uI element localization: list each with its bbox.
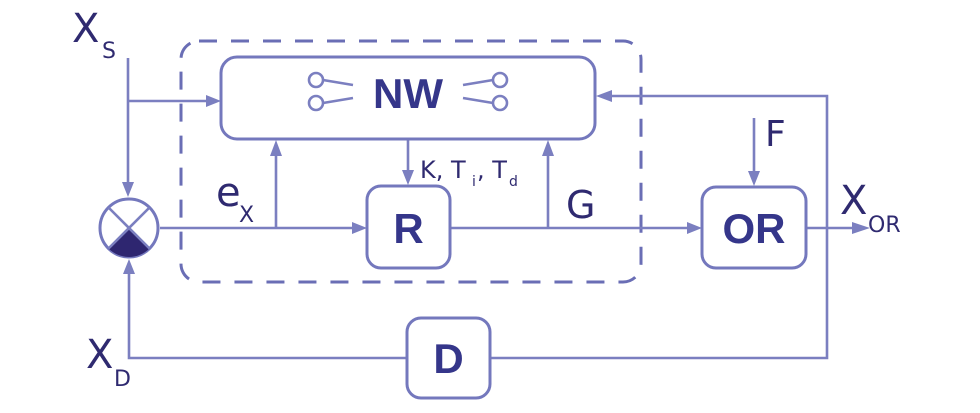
output-to-nw-line <box>612 94 829 228</box>
xor-arrowhead <box>852 222 870 234</box>
g-to-nw-arrowhead <box>542 140 554 156</box>
nw-block[interactable]: NW <box>219 55 597 141</box>
svg-text:X: X <box>72 6 99 52</box>
r-label: R <box>393 205 423 252</box>
g-label: G <box>566 183 595 227</box>
svg-text:i: i <box>472 174 476 190</box>
feedback-arrowhead <box>123 259 135 274</box>
ex-arrowhead <box>352 222 367 234</box>
params-arrowhead <box>402 170 414 185</box>
xs-label: X S <box>72 6 116 64</box>
r-block[interactable]: R <box>365 184 452 270</box>
controller-boundary <box>179 39 643 284</box>
svg-text:D: D <box>114 367 131 392</box>
nw-label: NW <box>373 70 443 117</box>
params-label: K, T i , T d <box>420 156 518 190</box>
or-block[interactable]: OR <box>700 185 808 270</box>
svg-text:K, T: K, T <box>420 156 466 184</box>
junction-filled-sector <box>108 228 150 257</box>
g-arrowhead <box>687 222 702 234</box>
network-nodes-icon-left <box>307 71 354 112</box>
summing-junction[interactable] <box>98 197 160 259</box>
svg-text:d: d <box>509 174 518 190</box>
d-block[interactable]: D <box>405 316 492 400</box>
feedback-line <box>127 228 829 360</box>
output-to-nw-arrowhead <box>596 90 612 102</box>
xd-label: X D <box>86 332 131 392</box>
svg-text:X: X <box>840 178 867 224</box>
f-label: F <box>765 114 786 155</box>
svg-text:e: e <box>216 170 241 216</box>
xs-arrowhead <box>122 182 134 197</box>
svg-text:X: X <box>86 332 113 378</box>
network-nodes-icon-right <box>462 71 509 112</box>
d-label: D <box>433 335 463 382</box>
svg-text:S: S <box>102 39 116 64</box>
or-label: OR <box>723 205 786 252</box>
f-arrowhead <box>748 171 760 186</box>
ex-to-nw-arrowhead <box>270 140 282 156</box>
svg-text:X: X <box>239 203 254 228</box>
svg-text:OR: OR <box>868 213 901 238</box>
svg-text:F: F <box>765 114 786 155</box>
xor-label: X OR <box>840 178 901 238</box>
ex-label: e X <box>216 170 254 228</box>
xs-to-nw-arrowhead <box>206 95 221 107</box>
svg-text:G: G <box>566 183 595 227</box>
svg-text:, T: , T <box>477 156 507 184</box>
